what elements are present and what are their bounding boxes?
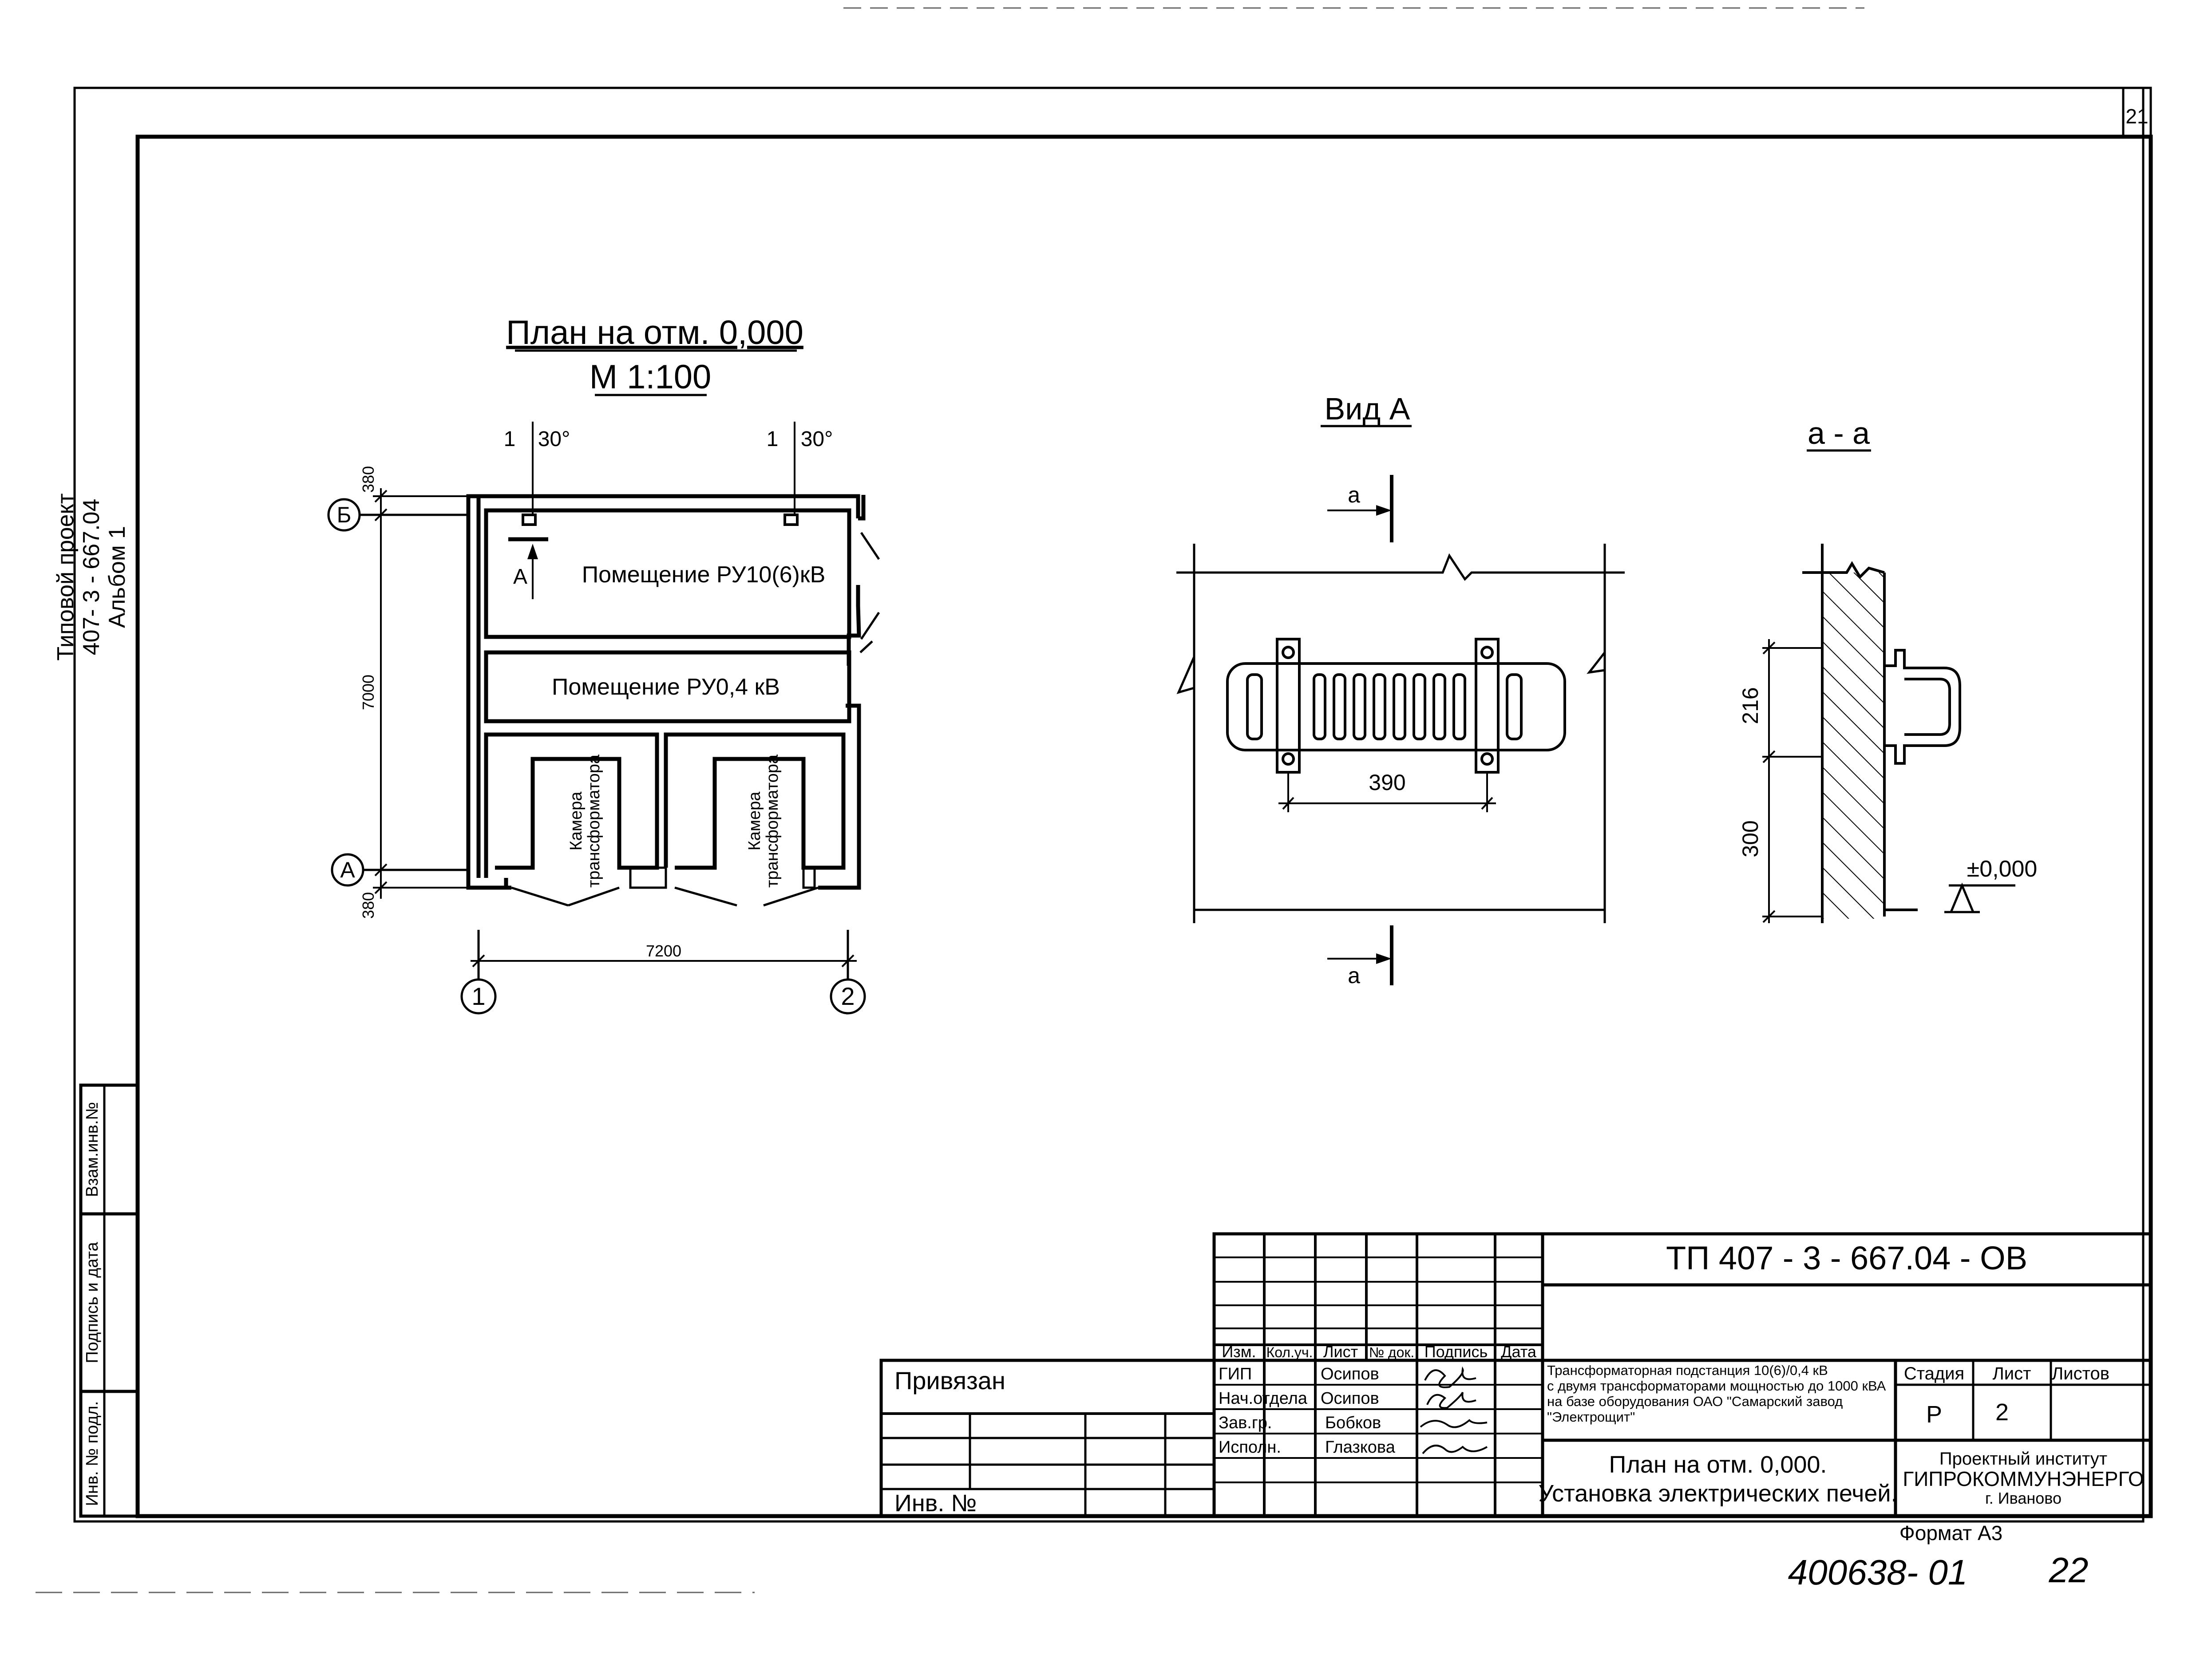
sheets-header: Листов bbox=[2052, 1364, 2109, 1383]
heater-2-angle: 30° bbox=[801, 427, 833, 451]
header-izm: Изм. bbox=[1222, 1343, 1256, 1361]
object-description-1: Трансформаторная подстанция 10(6)/0,4 кВ bbox=[1547, 1363, 1828, 1378]
svg-text:Альбом 1: Альбом 1 bbox=[104, 526, 130, 628]
stage-value: Р bbox=[1926, 1401, 1942, 1428]
sheet-value: 2 bbox=[1995, 1399, 2009, 1426]
view-a-title: Вид А bbox=[1325, 391, 1410, 426]
outer-frame bbox=[73, 87, 2145, 1523]
plan-title: План на отм. 0,000 bbox=[506, 314, 803, 352]
section-dim-upper: 216 bbox=[1738, 687, 1763, 724]
section-aa: а - а 216 300 ±0,00 bbox=[1738, 416, 2037, 923]
stamp-signature-date: Подпись и дата bbox=[83, 1241, 102, 1363]
organization-2: ГИПРОКОММУНЭНЕРГО bbox=[1903, 1467, 2144, 1490]
page-number: 21 bbox=[2125, 105, 2148, 128]
title-block-text: ТП 407 - 3 - 667.04 - ОВ Привязан Инв. №… bbox=[894, 1240, 2144, 1517]
bound-label: Привязан bbox=[894, 1367, 1005, 1395]
role-gip: ГИП bbox=[1219, 1365, 1252, 1383]
section-mark-top: а bbox=[1348, 482, 1360, 507]
dimension-lines bbox=[373, 488, 857, 968]
elevation-label: ±0,000 bbox=[1967, 856, 2038, 882]
view-a-dim-width: 390 bbox=[1369, 770, 1405, 795]
role-group: Зав.гр. bbox=[1219, 1414, 1272, 1432]
name-executor: Глазкова bbox=[1325, 1438, 1396, 1457]
dim-bottom: 380 bbox=[359, 892, 377, 919]
header-sign: Подпись bbox=[1425, 1343, 1488, 1361]
header-list: Лист bbox=[1323, 1343, 1358, 1361]
sheet-title-1: План на отм. 0,000. bbox=[1609, 1451, 1827, 1478]
heater-1-label: 1 bbox=[504, 427, 516, 451]
svg-text:Камера: Камера bbox=[745, 791, 764, 851]
sheet-title-2: Установка электрических печей. bbox=[1538, 1480, 1897, 1507]
format-label: Формат А3 bbox=[1899, 1521, 2002, 1545]
axis-b bbox=[327, 498, 468, 532]
plan-scale: М 1:100 bbox=[590, 358, 712, 396]
section-dim-lower: 300 bbox=[1738, 820, 1763, 857]
room-ru10: Помещение РУ10(6)кВ bbox=[582, 562, 826, 588]
role-executor: Исполн. bbox=[1219, 1438, 1281, 1457]
signature-marks bbox=[1420, 1366, 1488, 1454]
plan-view: План на отм. 0,000 М 1:100 bbox=[327, 314, 880, 1015]
svg-text:Типовой проект: Типовой проект bbox=[53, 493, 79, 660]
left-stamp: Взам.инв.№ Подпись и дата Инв. № подл. bbox=[79, 1083, 139, 1518]
svg-text:Камера: Камера bbox=[567, 791, 586, 851]
dim-top: 380 bbox=[359, 466, 377, 493]
section-mark-bottom: а bbox=[1348, 963, 1360, 988]
name-group: Бобков bbox=[1325, 1414, 1381, 1432]
page-number-box bbox=[2122, 87, 2152, 138]
object-description-4: "Электрощит" bbox=[1547, 1409, 1635, 1425]
room-ru04: Помещение РУ0,4 кВ bbox=[552, 674, 780, 700]
organization-1: Проектный институт bbox=[1939, 1449, 2107, 1469]
object-description-3: на базе оборудования ОАО "Самарский заво… bbox=[1547, 1394, 1843, 1409]
svg-text:трансформатора: трансформатора bbox=[763, 754, 782, 888]
axis-a-label: А bbox=[340, 857, 355, 882]
axis-b-label: Б bbox=[337, 502, 352, 527]
heater-2-label: 1 bbox=[767, 427, 779, 451]
archive-number: 400638- 01 bbox=[1788, 1553, 1968, 1592]
name-head: Осипов bbox=[1321, 1389, 1379, 1408]
heater-view bbox=[1226, 638, 1566, 774]
view-a: Вид А bbox=[1176, 391, 1625, 988]
svg-text:407- 3 - 667.04: 407- 3 - 667.04 bbox=[79, 499, 104, 656]
axis-1 bbox=[460, 930, 497, 1015]
doors bbox=[511, 532, 880, 907]
inv-label: Инв. № bbox=[894, 1490, 977, 1517]
role-head: Нач.отдела bbox=[1219, 1389, 1308, 1408]
dim-width: 7200 bbox=[646, 942, 681, 960]
header-kol: Кол.уч. bbox=[1266, 1344, 1313, 1360]
heater-1-angle: 30° bbox=[538, 427, 570, 451]
axis-2 bbox=[830, 930, 866, 1015]
side-project-label: Типовой проект 407- 3 - 667.04 Альбом 1 bbox=[53, 493, 130, 660]
section-aa-title: а - а bbox=[1808, 416, 1870, 450]
view-marker: А bbox=[513, 565, 527, 589]
document-code: ТП 407 - 3 - 667.04 - ОВ bbox=[1666, 1240, 2027, 1276]
name-gip: Осипов bbox=[1321, 1365, 1379, 1383]
stamp-original-inv: Инв. № подл. bbox=[83, 1401, 102, 1506]
chamber-2-label: Камера трансформатора bbox=[745, 754, 782, 888]
header-date: Дата bbox=[1501, 1343, 1537, 1361]
heater-1 bbox=[522, 514, 537, 526]
header-doc: № док. bbox=[1369, 1344, 1415, 1360]
chamber-1-label: Камера трансформатора bbox=[567, 754, 603, 888]
stamp-replaced-inv: Взам.инв.№ bbox=[83, 1102, 102, 1197]
dim-height: 7000 bbox=[359, 675, 377, 710]
heater-2 bbox=[783, 514, 799, 526]
svg-text:трансформатора: трансформатора bbox=[585, 754, 603, 888]
archive-sheet: 22 bbox=[2049, 1550, 2089, 1590]
stage-header: Стадия bbox=[1904, 1364, 1964, 1383]
axis-2-label: 2 bbox=[841, 982, 855, 1010]
title-block bbox=[879, 1232, 2153, 1517]
sheet-header: Лист bbox=[1993, 1364, 2031, 1383]
object-description-2: с двумя трансформаторами мощностью до 10… bbox=[1547, 1378, 1886, 1394]
axis-1-label: 1 bbox=[471, 982, 485, 1010]
organization-3: г. Иваново bbox=[1985, 1489, 2062, 1507]
